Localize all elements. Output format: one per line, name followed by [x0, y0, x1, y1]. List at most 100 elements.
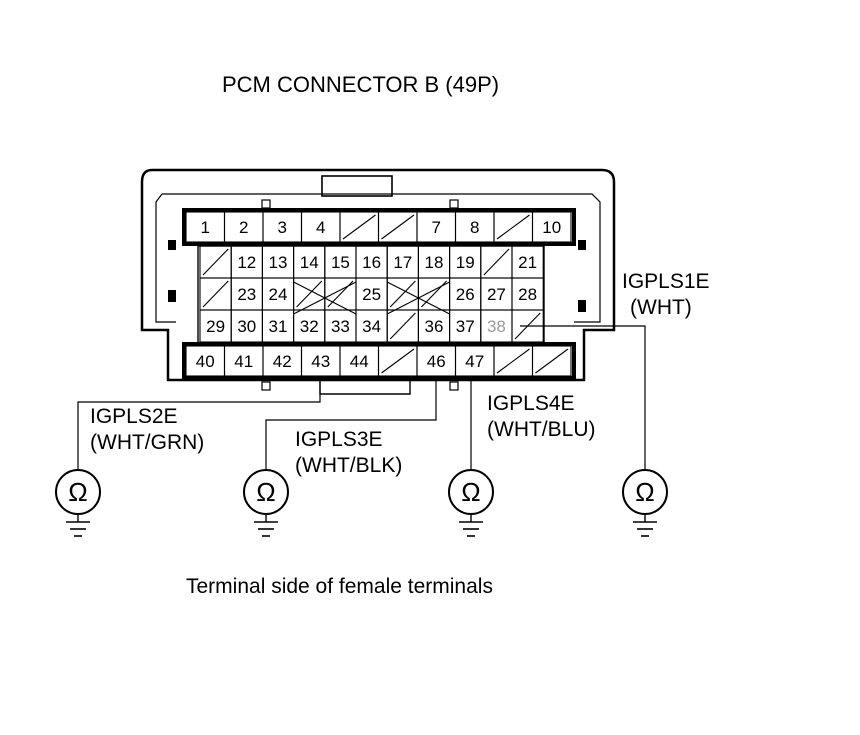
probe-name: IGPLS2E	[90, 405, 178, 428]
svg-text:17: 17	[393, 253, 412, 272]
pin-4: 4	[300, 211, 341, 243]
svg-text:4: 4	[316, 218, 325, 237]
svg-text:27: 27	[487, 285, 506, 304]
ohm-symbol: Ω	[635, 477, 654, 507]
pin-blank	[377, 211, 418, 243]
ground-icon	[459, 514, 483, 537]
svg-text:19: 19	[456, 253, 475, 272]
pin-38: 38	[480, 309, 513, 343]
pin-46: 46	[416, 345, 457, 377]
pin-blank	[493, 345, 534, 377]
pin-23: 23	[230, 277, 263, 311]
probe-name: IGPLS3E	[295, 428, 383, 451]
pin-36: 36	[417, 309, 451, 343]
svg-text:29: 29	[206, 317, 225, 336]
svg-text:44: 44	[350, 352, 369, 371]
svg-text:41: 41	[234, 352, 253, 371]
svg-text:14: 14	[300, 253, 319, 272]
svg-text:33: 33	[331, 317, 350, 336]
pin-28: 28	[511, 277, 544, 311]
svg-text:12: 12	[237, 253, 256, 272]
svg-text:10: 10	[542, 218, 561, 237]
pin-18: 18	[417, 245, 451, 279]
pin-13: 13	[261, 245, 295, 279]
ground-icon	[66, 514, 90, 537]
probe-wire-color: (WHT)	[630, 296, 692, 319]
svg-text:24: 24	[269, 285, 288, 304]
probe-wire	[265, 378, 437, 470]
pin-42: 42	[262, 345, 303, 377]
pin-33: 33	[324, 309, 357, 343]
diagram-caption: Terminal side of female terminals	[186, 575, 493, 598]
pin-26: 26	[449, 277, 482, 311]
pin-blank	[531, 345, 572, 377]
svg-text:26: 26	[456, 285, 475, 304]
pin-14: 14	[293, 245, 326, 279]
svg-text:18: 18	[425, 253, 444, 272]
pin-blank	[386, 277, 419, 311]
ohm-symbol: Ω	[461, 477, 480, 507]
svg-text:47: 47	[465, 352, 484, 371]
svg-text:16: 16	[362, 253, 381, 272]
pin-29: 29	[199, 309, 232, 343]
pin-blank	[199, 277, 232, 311]
pin-3: 3	[262, 211, 303, 243]
svg-text:7: 7	[432, 218, 441, 237]
pin-1: 1	[185, 211, 226, 243]
pin-10: 10	[531, 211, 572, 243]
pin-16: 16	[355, 245, 388, 279]
pin-blank	[377, 345, 418, 377]
svg-text:43: 43	[311, 352, 330, 371]
pin-cross-block	[293, 281, 357, 315]
probe-wire-color: (WHT/GRN)	[90, 431, 204, 454]
svg-text:28: 28	[518, 285, 537, 304]
ohm-symbol: Ω	[256, 477, 275, 507]
probe-igpls2e: Ω IGPLS2E (WHT/GRN)	[55, 378, 321, 537]
pin-24: 24	[261, 277, 295, 311]
svg-text:13: 13	[269, 253, 288, 272]
svg-text:34: 34	[362, 317, 381, 336]
svg-text:15: 15	[331, 253, 350, 272]
pin-34: 34	[355, 309, 388, 343]
ground-icon	[254, 514, 278, 537]
ohm-symbol: Ω	[68, 477, 87, 507]
svg-text:40: 40	[196, 352, 215, 371]
pin-41: 41	[223, 345, 264, 377]
svg-text:2: 2	[239, 218, 248, 237]
probe-group: ΩIGPLS1E(WHT)ΩIGPLS2E(WHT/GRN)ΩIGPLS3E(W…	[55, 270, 710, 537]
pin-21: 21	[511, 245, 544, 279]
svg-text:38: 38	[487, 317, 506, 336]
pin-2: 2	[223, 211, 264, 243]
svg-text:21: 21	[518, 253, 537, 272]
pin-43: 43	[300, 345, 341, 377]
pin-blank	[293, 277, 326, 311]
pin-32: 32	[293, 309, 326, 343]
pin-blank	[386, 309, 419, 343]
pin-blank	[480, 245, 513, 279]
pin-47: 47	[454, 345, 495, 377]
svg-text:30: 30	[237, 317, 256, 336]
pin-blank	[493, 211, 534, 243]
diagram-title: PCM CONNECTOR B (49P)	[222, 72, 499, 97]
svg-text:37: 37	[456, 317, 475, 336]
pin-19: 19	[449, 245, 482, 279]
pin-blank	[324, 277, 357, 311]
pin-17: 17	[386, 245, 419, 279]
svg-text:36: 36	[425, 317, 444, 336]
pin-15: 15	[324, 245, 357, 279]
pin-37: 37	[449, 309, 482, 343]
svg-text:32: 32	[300, 317, 319, 336]
pin-blank	[417, 277, 451, 311]
svg-text:46: 46	[427, 352, 446, 371]
pin-40: 40	[185, 345, 226, 377]
pin-31: 31	[261, 309, 295, 343]
svg-text:23: 23	[237, 285, 256, 304]
pin-44: 44	[339, 345, 380, 377]
probe-wire	[77, 378, 321, 470]
svg-text:1: 1	[201, 218, 210, 237]
pin-blank	[199, 245, 232, 279]
